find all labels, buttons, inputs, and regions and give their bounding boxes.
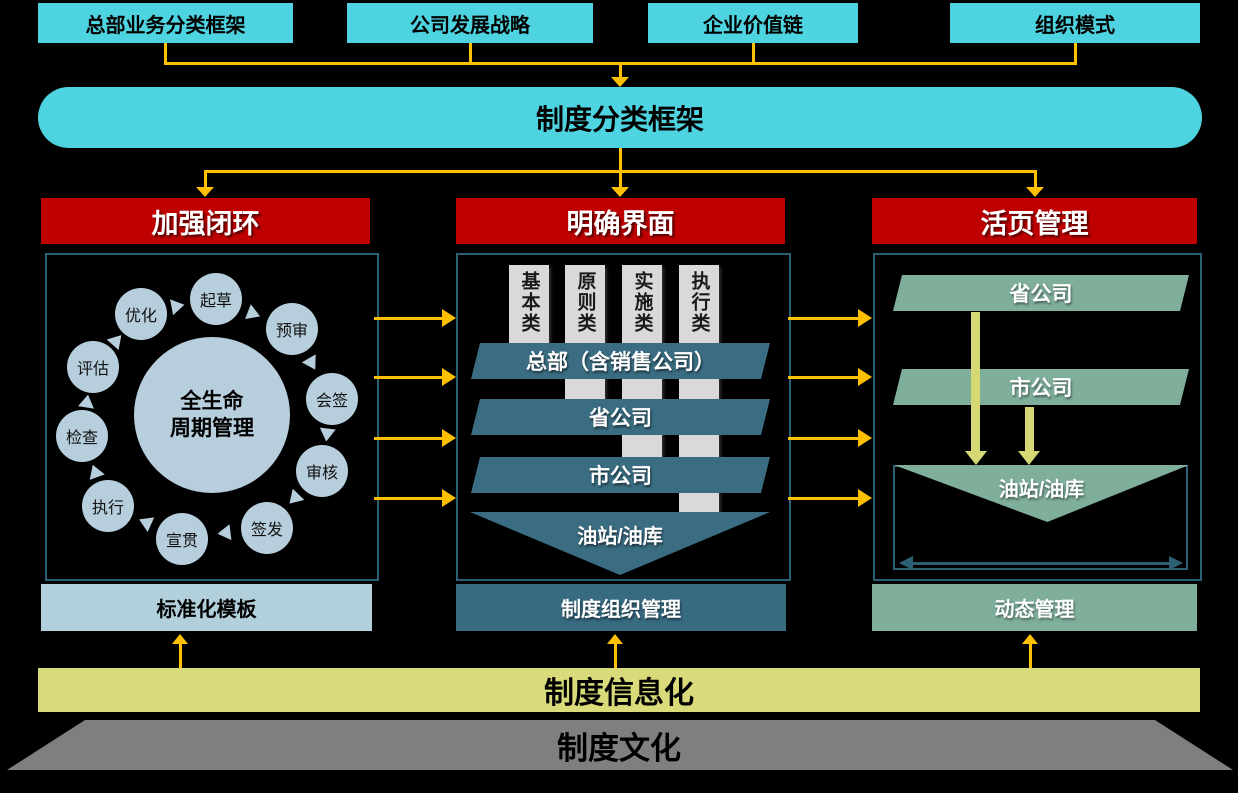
lifecycle-step-optimize: 优化: [115, 288, 167, 340]
right-arrow-icon: [858, 368, 872, 386]
footer-standard-template: 标准化模板: [41, 584, 372, 631]
down-arrow-icon: [611, 187, 629, 197]
category-column-principle: 原则类: [565, 265, 605, 401]
right-arrow-icon: [858, 489, 872, 507]
down-arrow-icon: [611, 77, 629, 87]
measure-arrow-right-icon: [1169, 556, 1183, 570]
footer-org-management: 制度组织管理: [456, 584, 786, 631]
measure-arrow-left-icon: [899, 556, 913, 570]
pillar-stem-right: [1034, 170, 1037, 188]
level-bar-city: 市公司: [471, 457, 770, 493]
pillar-header-loose-leaf: 活页管理: [872, 198, 1197, 244]
lifecycle-step-inspect: 检查: [56, 410, 108, 462]
up-arrow-shaft: [179, 644, 182, 668]
level-bar-headquarters: 总部（含销售公司）: [471, 343, 770, 379]
input-box-hq-business-framework: 总部业务分类框架: [38, 3, 293, 43]
cross-arrow-shaft: [374, 497, 442, 500]
lifecycle-step-execute: 执行: [82, 480, 134, 532]
lifecycle-center-line2: 周期管理: [170, 417, 254, 440]
cross-arrow-shaft: [788, 437, 858, 440]
cross-arrow-shaft: [374, 317, 442, 320]
cross-arrow-shaft: [374, 437, 442, 440]
flow-arrow-city-head: [1018, 451, 1040, 465]
cycle-arrow-icon: [216, 524, 232, 542]
cross-arrow-shaft: [374, 376, 442, 379]
lifecycle-step-review: 审核: [296, 445, 348, 497]
right-arrow-icon: [442, 429, 456, 447]
pillar-header-closed-loop: 加强闭环: [41, 198, 370, 244]
right-arrow-icon: [858, 429, 872, 447]
down-arrow-icon: [196, 187, 214, 197]
pillar-header-clear-interface: 明确界面: [456, 198, 785, 244]
cross-arrow-shaft: [788, 376, 858, 379]
cycle-arrow-icon: [85, 462, 105, 480]
stack-bar-province: 省公司: [893, 275, 1189, 311]
foundation-culture-trapezoid: 制度文化: [7, 720, 1233, 770]
flow-arrow-province-head: [965, 451, 987, 465]
pillar-stem-mid: [619, 170, 622, 188]
lifecycle-step-preview: 预审: [266, 303, 318, 355]
connector-stub-2: [469, 43, 472, 65]
connector-stub-4: [1074, 43, 1077, 65]
cross-arrow-shaft: [788, 317, 858, 320]
measure-line: [909, 562, 1173, 565]
footer-dynamic-management: 动态管理: [872, 584, 1197, 631]
framework-bar: 制度分类框架: [38, 87, 1202, 148]
cross-arrow-shaft: [788, 497, 858, 500]
foundation-informatization-bar: 制度信息化: [38, 668, 1200, 712]
lifecycle-step-issue: 签发: [241, 502, 293, 554]
flow-arrow-city-shaft: [1025, 407, 1034, 451]
flow-arrow-province-shaft: [971, 312, 980, 451]
input-box-organization-model: 组织模式: [950, 3, 1200, 43]
up-arrow-shaft: [1029, 644, 1032, 668]
category-column-basic: 基本类: [509, 265, 549, 347]
lifecycle-step-draft: 起草: [190, 273, 242, 325]
connector-drop-stem: [619, 62, 622, 78]
cycle-arrow-icon: [170, 296, 186, 316]
cycle-arrow-icon: [283, 488, 305, 510]
input-box-enterprise-value-chain: 企业价值链: [648, 3, 858, 43]
cycle-arrow-icon: [318, 427, 336, 443]
level-bar-province: 省公司: [471, 399, 770, 435]
up-arrow-icon: [1022, 634, 1038, 644]
cycle-arrow-icon: [301, 354, 323, 374]
right-arrow-icon: [442, 368, 456, 386]
terminal-funnel-station-depot: 油站/油库: [470, 512, 770, 575]
right-arrow-icon: [442, 309, 456, 327]
pillar-drop-stem: [619, 148, 622, 172]
right-arrow-icon: [858, 309, 872, 327]
lifecycle-panel: 全生命 周期管理 起草 预审 会签 审核 签发 宣贯 执行 检查 评估 优化: [45, 253, 379, 581]
down-arrow-icon: [1026, 187, 1044, 197]
lifecycle-step-evaluate: 评估: [67, 341, 119, 393]
stack-bar-city: 市公司: [893, 369, 1189, 405]
pillar-stem-left: [204, 170, 207, 188]
cycle-arrow-icon: [245, 304, 263, 324]
up-arrow-shaft: [614, 644, 617, 668]
up-arrow-icon: [172, 634, 188, 644]
connector-stub-1: [164, 43, 167, 65]
lifecycle-center-line1: 全生命: [180, 389, 244, 413]
lifecycle-step-promote: 宣贯: [156, 513, 208, 565]
input-box-company-strategy: 公司发展战略: [347, 3, 593, 43]
loose-leaf-panel: 省公司 市公司 油站/油库: [873, 253, 1202, 581]
cycle-arrow-icon: [135, 512, 155, 532]
connector-stub-3: [752, 43, 755, 65]
lifecycle-center-circle: 全生命 周期管理: [134, 337, 290, 493]
right-arrow-icon: [442, 489, 456, 507]
interface-panel: 基本类 原则类 实施类 执行类 总部（含销售公司） 省公司 市公司 油站/油库: [456, 253, 791, 581]
up-arrow-icon: [607, 634, 623, 644]
cycle-arrow-icon: [78, 393, 96, 409]
lifecycle-step-countersign: 会签: [306, 373, 358, 425]
